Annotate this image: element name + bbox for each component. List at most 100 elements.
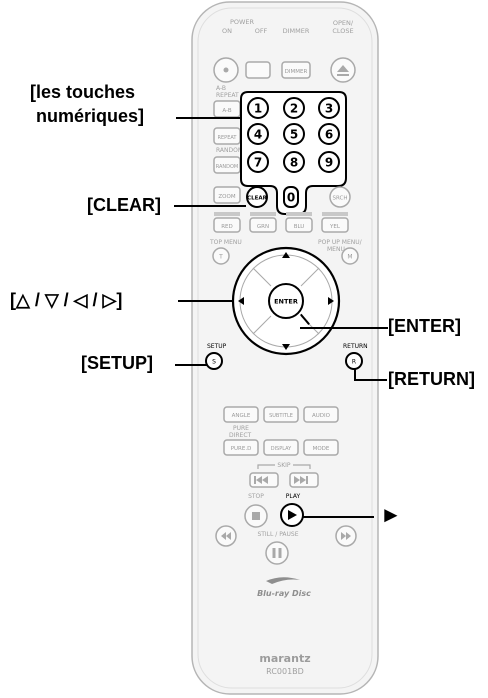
enter-label: ENTER <box>274 298 298 306</box>
power-off-button[interactable] <box>245 61 271 79</box>
digit-label: 0 <box>287 191 295 205</box>
digit-1-button[interactable]: 1 <box>247 97 269 119</box>
setup-button[interactable]: S <box>205 352 223 370</box>
pure-direct-button[interactable]: PURE.D <box>223 439 259 456</box>
color-key-bar <box>286 212 312 216</box>
return-caption: RETURN <box>343 343 368 350</box>
return-button[interactable]: R <box>345 352 363 370</box>
numeric-leader-line <box>176 117 240 119</box>
digit-3-button[interactable]: 3 <box>318 97 340 119</box>
still-pause-caption: STILL / PAUSE <box>257 531 298 538</box>
color-key-bar <box>322 212 348 216</box>
pause-icon <box>272 548 276 558</box>
fast-forward-icon <box>341 532 351 540</box>
color-yel-button[interactable]: YEL <box>321 212 349 233</box>
bluray-text: Blu-ray Disc <box>257 589 311 598</box>
dimmer-label: DIMMER <box>285 69 308 75</box>
ab-button[interactable]: A-B <box>213 100 241 118</box>
repeat-label: REPEAT <box>218 135 238 141</box>
power-on-dot-icon <box>223 67 229 73</box>
angle-button[interactable]: ANGLE <box>223 406 259 423</box>
up-arrow-icon[interactable] <box>282 252 290 258</box>
clear-leader-line <box>174 205 246 207</box>
play-leader-line <box>303 516 374 518</box>
setup-caption: SETUP <box>207 343 227 350</box>
top-menu-caption: TOP MENU <box>209 239 242 246</box>
digit-label: 9 <box>325 156 333 170</box>
color-key-bar <box>250 212 276 216</box>
digit-6-button[interactable]: 6 <box>318 123 340 145</box>
dimmer-caption: DIMMER <box>283 27 310 35</box>
rewind-button[interactable] <box>215 525 237 547</box>
color-keys: RED GRN BLU YEL <box>213 212 349 233</box>
skip-forward-button[interactable] <box>289 472 319 488</box>
numeric-keys-label-line1: [les touches <box>30 82 136 102</box>
popup-menu-caption: POP UP MENU/ <box>318 239 363 246</box>
play-button[interactable] <box>280 503 304 527</box>
power-caption: POWER <box>230 18 255 26</box>
repeat-button[interactable]: REPEAT <box>213 127 241 145</box>
open-close-caption2: CLOSE <box>332 27 353 35</box>
direction-pad: ENTER <box>231 246 341 356</box>
digit-7-button[interactable]: 7 <box>247 151 269 173</box>
top-menu-label: T <box>218 254 223 261</box>
arrows-leader-line <box>178 300 234 302</box>
right-arrow-icon[interactable] <box>328 297 334 305</box>
setup-label: S <box>212 359 216 366</box>
clear-callout-label: [CLEAR] <box>87 195 161 215</box>
off-caption: OFF <box>255 27 268 35</box>
popup-menu-button[interactable]: M <box>341 247 359 265</box>
color-grn-button[interactable]: GRN <box>249 212 277 233</box>
dpad-divider <box>252 267 272 287</box>
color-red-button[interactable]: RED <box>213 212 241 233</box>
color-blu-button[interactable]: BLU <box>285 212 313 233</box>
color-key-label: YEL <box>329 224 341 230</box>
audio-label: AUDIO <box>312 413 331 419</box>
digit-8-button[interactable]: 8 <box>283 151 305 173</box>
power-on-button[interactable] <box>213 57 239 83</box>
color-key-label: GRN <box>257 224 269 230</box>
open-close-button[interactable] <box>330 57 356 83</box>
popup-menu-label: M <box>347 254 352 261</box>
random-button[interactable]: RANDOM <box>213 156 241 174</box>
mode-label: MODE <box>313 446 330 452</box>
still-pause-button[interactable] <box>265 541 289 565</box>
digit-label: 6 <box>325 128 333 142</box>
zoom-button[interactable]: ZOOM <box>213 186 241 204</box>
arrows-callout-label: [△ / ▽ / ◁ / ▷] <box>10 290 123 310</box>
dimmer-button[interactable]: DIMMER <box>281 61 311 79</box>
digit-0-button[interactable]: 0 <box>283 186 299 208</box>
mode-button[interactable]: MODE <box>303 439 339 456</box>
search-button[interactable]: SRCH <box>329 186 351 208</box>
skip-caption: SKIP <box>277 462 291 469</box>
digit-2-button[interactable]: 2 <box>283 97 305 119</box>
return-leader-vert <box>354 368 356 380</box>
enter-leader-line <box>300 327 388 329</box>
audio-button[interactable]: AUDIO <box>303 406 339 423</box>
top-menu-button[interactable]: T <box>212 247 230 265</box>
angle-label: ANGLE <box>232 413 251 419</box>
digit-9-button[interactable]: 9 <box>318 151 340 173</box>
subtitle-button[interactable]: SUBTITLE <box>263 406 299 423</box>
left-arrow-icon[interactable] <box>238 297 244 305</box>
stop-button[interactable] <box>244 504 268 528</box>
on-caption: ON <box>222 27 232 35</box>
color-key-bar <box>214 212 240 216</box>
skip-back-button[interactable] <box>249 472 279 488</box>
fast-forward-button[interactable] <box>335 525 357 547</box>
skip-back-icon <box>254 476 268 484</box>
rewind-icon <box>221 532 231 540</box>
bluray-logo: Blu-ray Disc <box>257 577 311 598</box>
digit-5-button[interactable]: 5 <box>283 123 305 145</box>
digit-4-button[interactable]: 4 <box>247 123 269 145</box>
down-arrow-icon[interactable] <box>282 344 290 350</box>
enter-button[interactable]: ENTER <box>268 283 304 319</box>
digit-label: 1 <box>254 102 262 116</box>
pure-direct-caption2: DIRECT <box>229 432 252 439</box>
repeat-caption: REPEAT <box>216 92 239 99</box>
clear-button[interactable]: CLEAR <box>246 186 268 208</box>
play-callout-label: ► <box>380 502 402 527</box>
color-key-label: BLU <box>294 224 305 230</box>
display-button[interactable]: DISPLAY <box>263 439 299 456</box>
